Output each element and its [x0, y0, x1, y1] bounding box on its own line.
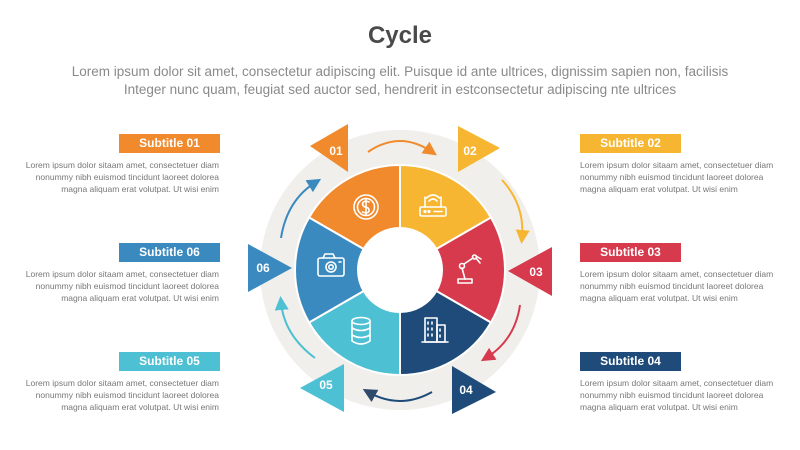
desc-line: magna aliquam erat volutpat. Ut wisi eni…: [580, 184, 738, 194]
badge-05: 05: [300, 364, 344, 412]
robot-arm-icon: [457, 254, 482, 284]
desc-line: nonummy nibh euismod tincidunt laoreet d…: [35, 281, 219, 291]
number-03: 03: [529, 265, 543, 279]
subtitle-01-label: Subtitle 01: [119, 134, 220, 153]
badge-04: 04: [452, 366, 496, 414]
desc-line: Lorem ipsum dolor sitaam amet, consectet…: [580, 160, 774, 170]
number-06: 06: [256, 261, 270, 275]
arrow-03-to-04: [480, 304, 521, 362]
database-icon: [351, 316, 371, 345]
badge-06: 06: [248, 244, 292, 292]
number-05: 05: [319, 378, 333, 392]
subtitle-04-label: Subtitle 04: [580, 352, 681, 371]
badge-02: 02: [458, 126, 500, 172]
desc-line: nonummy nibh euismod tincidunt laoreet d…: [580, 281, 764, 291]
subtitle-line-1: Lorem ipsum dolor sit amet, consectetur …: [71, 64, 729, 79]
desc-line: magna aliquam erat volutpat. Ut wisi eni…: [61, 184, 219, 194]
page-subtitle: Lorem ipsum dolor sit amet, consectetur …: [40, 63, 760, 99]
desc-line: Lorem ipsum dolor sitaam amet, consectet…: [580, 269, 774, 279]
triangle-04: [452, 366, 496, 414]
subtitle-02-label: Subtitle 02: [580, 134, 681, 153]
cycle-arrows: [274, 140, 530, 403]
triangle-01: [310, 124, 348, 172]
desc-line: Lorem ipsum dolor sitaam amet, consectet…: [25, 378, 219, 388]
desc-line: nonummy nibh euismod tincidunt laoreet d…: [580, 172, 764, 182]
subtitle-01-description: Lorem ipsum dolor sitaam amet, consectet…: [14, 159, 219, 195]
page-title: Cycle: [367, 22, 433, 49]
desc-line: Lorem ipsum dolor sitaam amet, consectet…: [580, 378, 774, 388]
arrow-04-to-05: [362, 389, 433, 403]
desc-line: magna aliquam erat volutpat. Ut wisi eni…: [580, 402, 738, 412]
arrow-05-to-06: [274, 296, 316, 359]
badge-01: 01: [310, 124, 348, 172]
center-hole: [358, 228, 442, 312]
desc-line: magna aliquam erat volutpat. Ut wisi eni…: [61, 402, 219, 412]
triangle-02: [458, 126, 500, 172]
camera-icon: [317, 253, 345, 277]
desc-line: magna aliquam erat volutpat. Ut wisi eni…: [61, 293, 219, 303]
router-icon: [419, 194, 447, 217]
number-02: 02: [463, 144, 477, 158]
subtitle-05-label: Subtitle 05: [119, 352, 220, 371]
subtitle-05-description: Lorem ipsum dolor sitaam amet, consectet…: [14, 377, 219, 413]
subtitle-06-description: Lorem ipsum dolor sitaam amet, consectet…: [14, 268, 219, 304]
subtitle-04-description: Lorem ipsum dolor sitaam amet, consectet…: [580, 377, 785, 413]
desc-line: magna aliquam erat volutpat. Ut wisi eni…: [580, 293, 738, 303]
arrow-06-to-01: [280, 178, 322, 239]
triangle-06: [248, 244, 292, 292]
triangle-03: [508, 247, 552, 296]
desc-line: nonummy nibh euismod tincidunt laoreet d…: [35, 390, 219, 400]
dollar-coin-icon: [353, 194, 379, 220]
number-01: 01: [329, 144, 343, 158]
arrow-02-to-03: [501, 179, 530, 244]
subtitle-06-label: Subtitle 06: [119, 243, 220, 262]
desc-line: nonummy nibh euismod tincidunt laoreet d…: [35, 172, 219, 182]
subtitle-03-description: Lorem ipsum dolor sitaam amet, consectet…: [580, 268, 785, 304]
subtitle-line-2: Integer nunc quam, feugiat sed auctor se…: [123, 82, 677, 97]
building-icon: [421, 317, 449, 343]
arrow-01-to-02: [367, 140, 437, 156]
number-04: 04: [459, 383, 473, 397]
triangle-05: [300, 364, 344, 412]
subtitle-02-description: Lorem ipsum dolor sitaam amet, consectet…: [580, 159, 785, 195]
subtitle-03-label: Subtitle 03: [580, 243, 681, 262]
badge-03: 03: [508, 247, 552, 296]
desc-line: Lorem ipsum dolor sitaam amet, consectet…: [25, 269, 219, 279]
desc-line: Lorem ipsum dolor sitaam amet, consectet…: [25, 160, 219, 170]
desc-line: nonummy nibh euismod tincidunt laoreet d…: [580, 390, 764, 400]
